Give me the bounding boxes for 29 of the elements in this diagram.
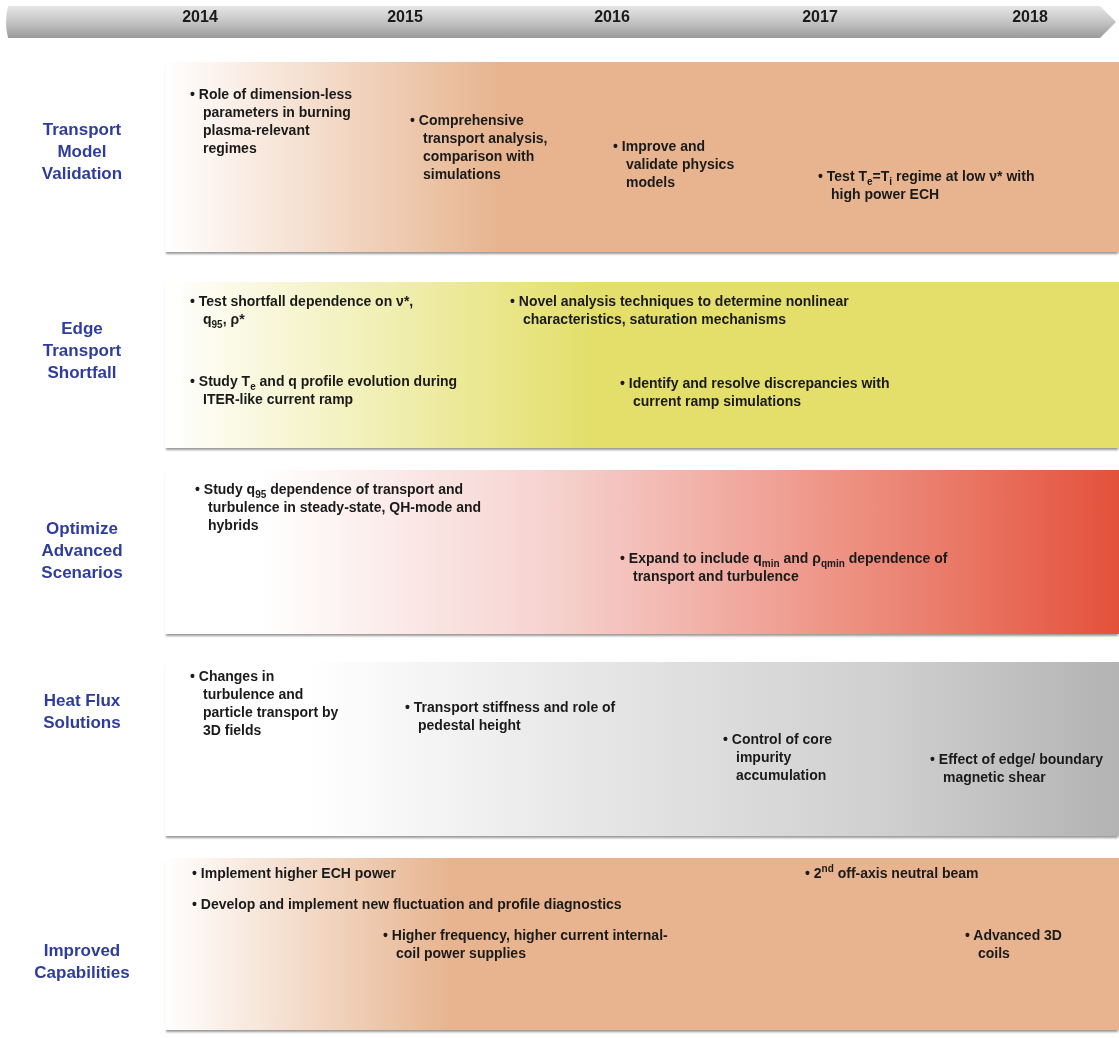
bullet-text: • Higher frequency, higher current internal-coil power supplies (383, 926, 669, 962)
year-label: 2014 (181, 8, 219, 26)
bullet-text: • 2$^{nd}$ off-axis neutral beam (805, 864, 980, 882)
bullet-text: • Advanced 3D coils (965, 926, 1063, 962)
year-label: 2015 (386, 8, 424, 26)
bullet-text: • Expand to include q$_{min}$ and ρ$_{qmin}$ dependence of transport and turbulence (620, 549, 949, 585)
bullet-text: • Control of core impurity accumulation (723, 730, 834, 784)
bullet-text: • Novel analysis techniques to determine nonlinear characteristics, saturation mechanisms (510, 292, 850, 328)
bullet-text: • Develop and implement new fluctuation and profile diagnostics (192, 895, 623, 913)
row-heading: Transport Model Validation (40, 119, 124, 185)
row-heading: Optimize Advanced Scenarios (40, 518, 124, 584)
bullet-text: • Test T$_{e}$=T$_{i}$ regime at low ν* with high power ECH (818, 167, 1036, 203)
year-label: 2018 (1011, 8, 1049, 26)
bullet-text: • Role of dimension-less parameters in burning plasma-relevant regimes (190, 85, 353, 157)
year-label: 2016 (593, 8, 631, 26)
bullet-text: • Transport stiffness and role of pedestal height (405, 698, 617, 734)
year-label: 2017 (801, 8, 839, 26)
row-heading: Edge Transport Shortfall (41, 318, 123, 384)
bullet-text: • Implement higher ECH power (192, 864, 398, 882)
bullet-text: • Identify and resolve discrepancies with current ramp simulations (620, 374, 891, 410)
bullet-text: • Improve and validate physics models (613, 137, 736, 191)
bullet-text: • Comprehensive transport analysis, comparison with simulations (410, 111, 549, 183)
bullet-text: • Test shortfall dependence on ν*, q$_{95}$, ρ* (190, 292, 415, 328)
bullet-text: • Study q$_{95}$ dependence of transport and turbulence in steady-state, QH-mode and hybrids (195, 480, 483, 534)
bullet-text: • Effect of edge/ boundary magnetic shear (930, 750, 1104, 786)
row-heading: Improved Capabilities (33, 940, 131, 984)
row-heading: Heat Flux Solutions (42, 690, 122, 734)
bullet-text: • Changes in turbulence and particle transport by 3D fields (190, 667, 340, 739)
bullet-text: • Study T$_{e}$ and q profile evolution during ITER-like current ramp (190, 372, 459, 408)
